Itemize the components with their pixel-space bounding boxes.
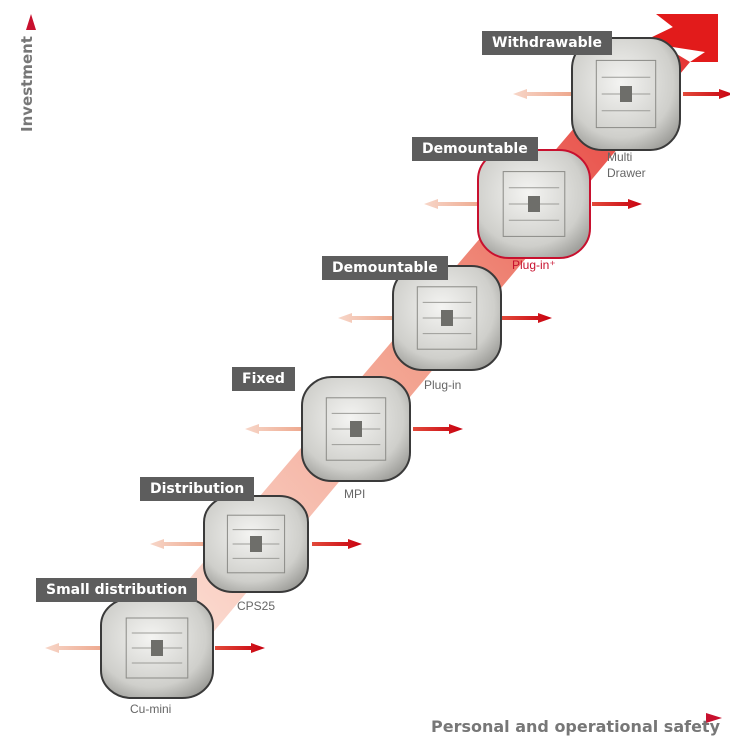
x-axis [31,713,722,723]
product-image-multi-drawer [571,37,681,151]
outflow-arrow-cps25 [312,539,362,549]
inflow-arrow-multi-drawer [513,89,571,99]
outflow-arrow-multi-drawer [683,89,730,99]
inflow-arrow-cu-mini [45,643,103,653]
category-label-fixed: Fixed [232,367,295,391]
inflow-arrows [45,89,571,653]
category-label-distribution: Distribution [140,477,255,501]
inflow-arrow-plug-in [338,313,396,323]
product-label-cps25: CPS25 [237,599,276,613]
outflow-arrow-cu-mini [215,643,265,653]
inflow-arrow-plug-in-plus [424,199,482,209]
inflow-arrow-mpi [245,424,303,434]
product-label-cu-mini: Cu-mini [130,702,172,716]
product-label-plug-in: Plug-in [424,378,462,392]
product-label-plug-in-plus: Plug-in⁺ [512,258,556,272]
product-image-plug-in-plus [477,149,591,259]
x-axis-title: Personal and operational safety [431,717,720,736]
product-image-mpi [301,376,411,482]
product-image-cps25 [203,495,309,593]
inflow-arrow-cps25 [150,539,208,549]
category-label-demountable-plus: Demountable [412,137,538,161]
product-label-mpi: MPI [344,487,366,501]
product-image-plug-in [392,265,502,371]
product-label-multi-drawer-line1: Multi [607,150,633,164]
category-label-small-distribution: Small distribution [36,578,198,602]
category-label-withdrawable: Withdrawable [482,31,612,55]
outflow-arrow-plug-in-plus [592,199,642,209]
product-label-multi-drawer: Multi Drawer [607,149,646,181]
outflow-arrow-mpi [413,424,463,434]
category-label-demountable: Demountable [322,256,448,280]
product-images [100,37,681,699]
y-axis [26,14,36,718]
product-image-cu-mini [100,597,214,699]
product-label-multi-drawer-line2: Drawer [607,166,646,180]
outflow-arrow-plug-in [502,313,552,323]
outflow-arrows [215,89,730,653]
y-axis-title: Investment [18,36,36,132]
